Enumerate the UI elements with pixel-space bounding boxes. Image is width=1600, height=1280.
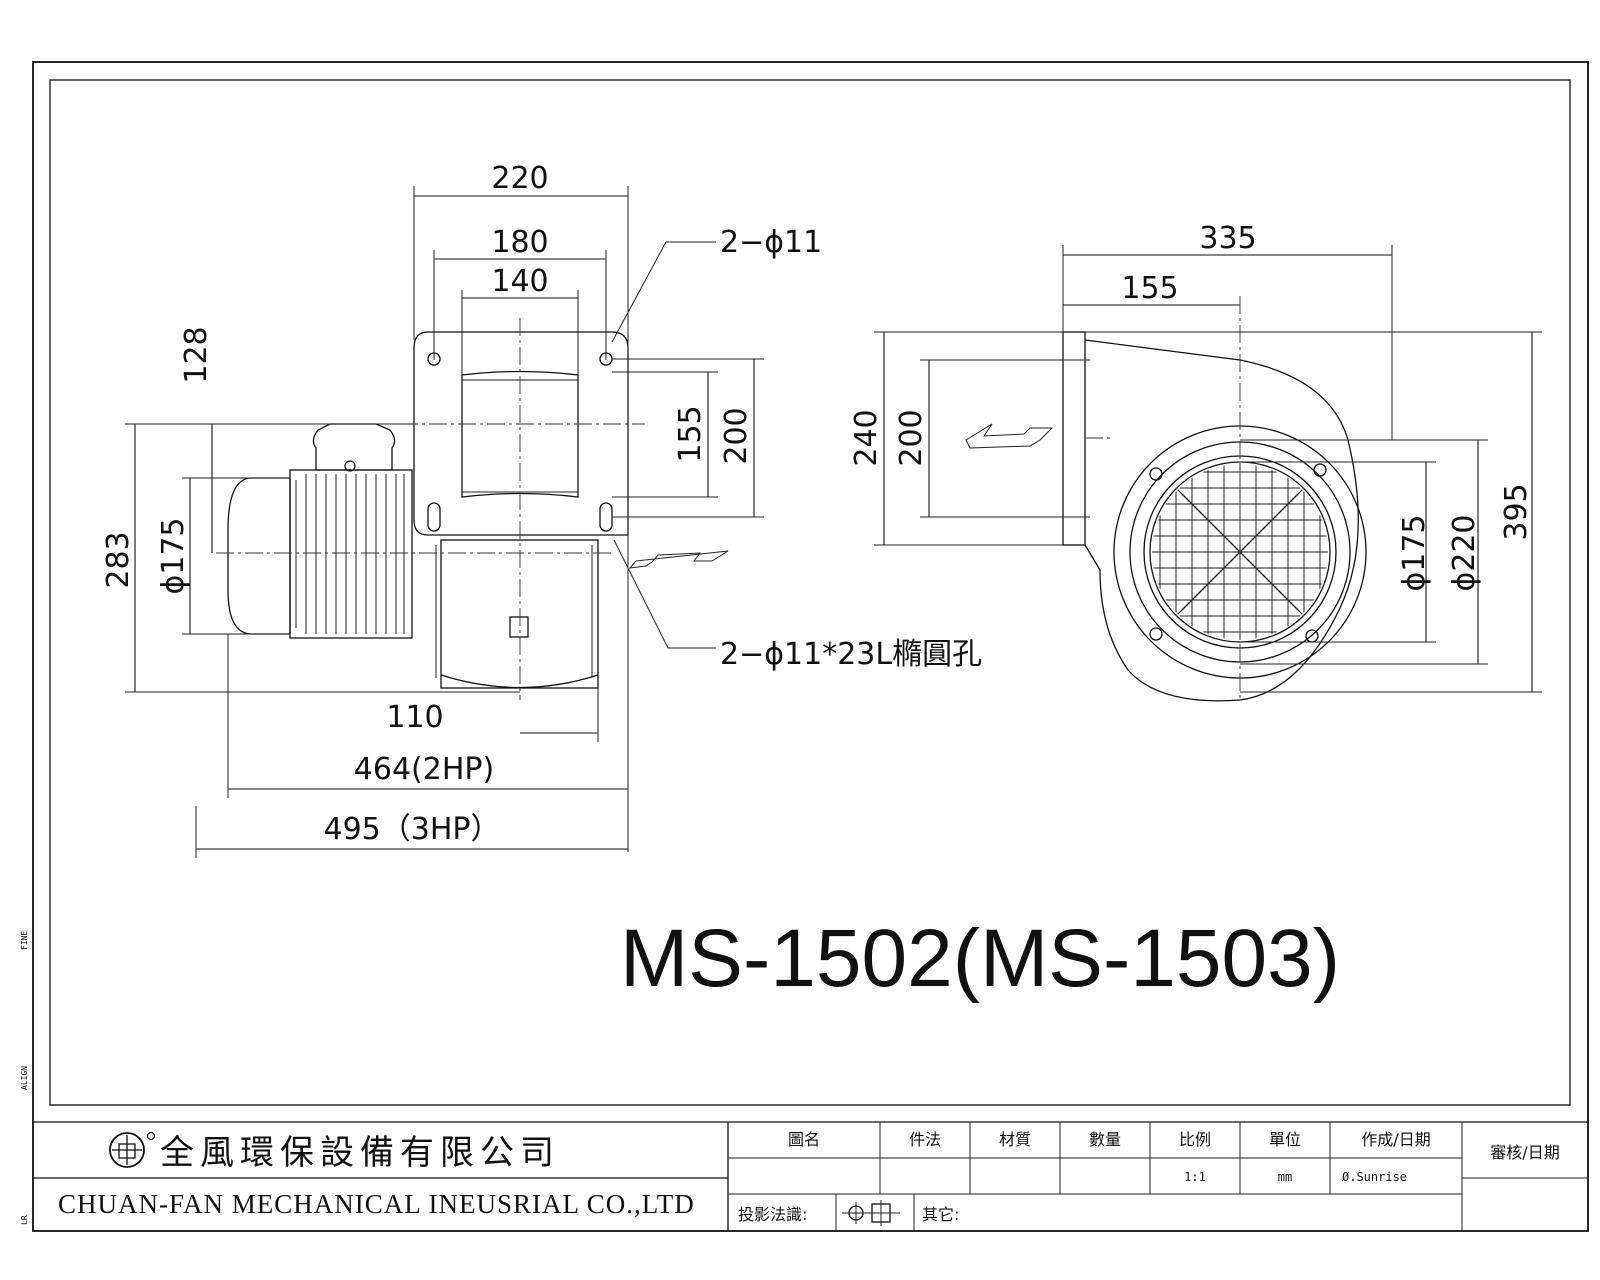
dim-395-side: 395 [1499,483,1534,540]
flange-plate [413,331,629,536]
bolt-bl [1149,627,1163,641]
projection-symbol-icon [842,1200,900,1226]
airflow-arrow-side [965,423,1054,449]
header-unit: 單位 [1269,1130,1301,1149]
dim-335: 335 [1199,221,1256,256]
dim-phi175-side: ϕ175 [1397,514,1432,591]
motor [227,423,413,639]
dim-phi175-front: ϕ175 [156,517,191,594]
dim-283: 283 [101,531,136,588]
value-maker: Ø.Sunrise [1342,1170,1407,1184]
projection-label: 投影法識: [738,1205,807,1224]
company-name-cn: 全風環保設備有限公司 [160,1133,560,1173]
margin-mark-lr: LR [20,1215,29,1225]
header-drawing-name: 圖名 [788,1130,820,1149]
dim-180: 180 [491,225,548,260]
dim-495: 495（3HP） [324,812,501,847]
dim-140: 140 [491,264,548,299]
dim-110: 110 [386,700,443,735]
outlet-flange [1062,331,1086,546]
dim-128: 128 [179,326,214,383]
value-unit: mm [1278,1170,1292,1184]
bolt-tr [1313,463,1327,477]
bolt-tl [1149,467,1163,481]
dim-220: 220 [491,161,548,196]
front-view: 220 180 140 128 283 ϕ175 155 200 [101,161,982,858]
dim-464: 464(2HP) [354,752,494,787]
airflow-arrow-front [628,550,729,569]
fan-housing [440,539,599,689]
company-name-en: CHUAN-FAN MECHANICAL INEUSRIAL CO.,LTD [58,1189,695,1219]
junction-box-small [509,616,529,638]
mount-slot-bottom-left [427,502,441,532]
side-view: 335 155 240 200 ϕ175 ϕ220 395 [849,221,1542,702]
header-quantity: 數量 [1089,1130,1121,1149]
margin-mark-align: ALIGN [20,1066,29,1090]
model-title: MS-1502(MS-1503) [620,913,1340,1004]
value-scale: 1:1 [1184,1170,1206,1184]
outlet-duct [461,370,579,498]
mount-slot-bottom-right [599,502,613,532]
header-review-date: 審核/日期 [1490,1143,1559,1162]
margin-mark-fine: FINE [20,931,29,950]
company-logo [109,1131,156,1168]
header-scale: 比例 [1179,1130,1211,1149]
note-slots: 2−ϕ11*23L橢圓孔 [720,637,982,672]
note-holes: 2−ϕ11 [720,225,822,260]
outer-border [32,61,1589,1232]
header-part: 件法 [909,1130,941,1149]
header-made-date: 作成/日期 [1361,1130,1430,1149]
dim-phi220-side: ϕ220 [1447,514,1482,591]
inner-border [49,79,1571,1106]
other-label: 其它: [922,1205,959,1224]
dim-200-side: 200 [894,409,929,466]
dim-155-side: 155 [1121,271,1178,306]
dim-200-front: 200 [719,407,754,464]
title-block: 全風環保設備有限公司 CHUAN-FAN MECHANICAL INEUSRIA… [33,1121,1588,1231]
header-material: 材質 [999,1130,1031,1149]
dim-155-front: 155 [673,405,708,462]
dim-240-side: 240 [849,409,884,466]
